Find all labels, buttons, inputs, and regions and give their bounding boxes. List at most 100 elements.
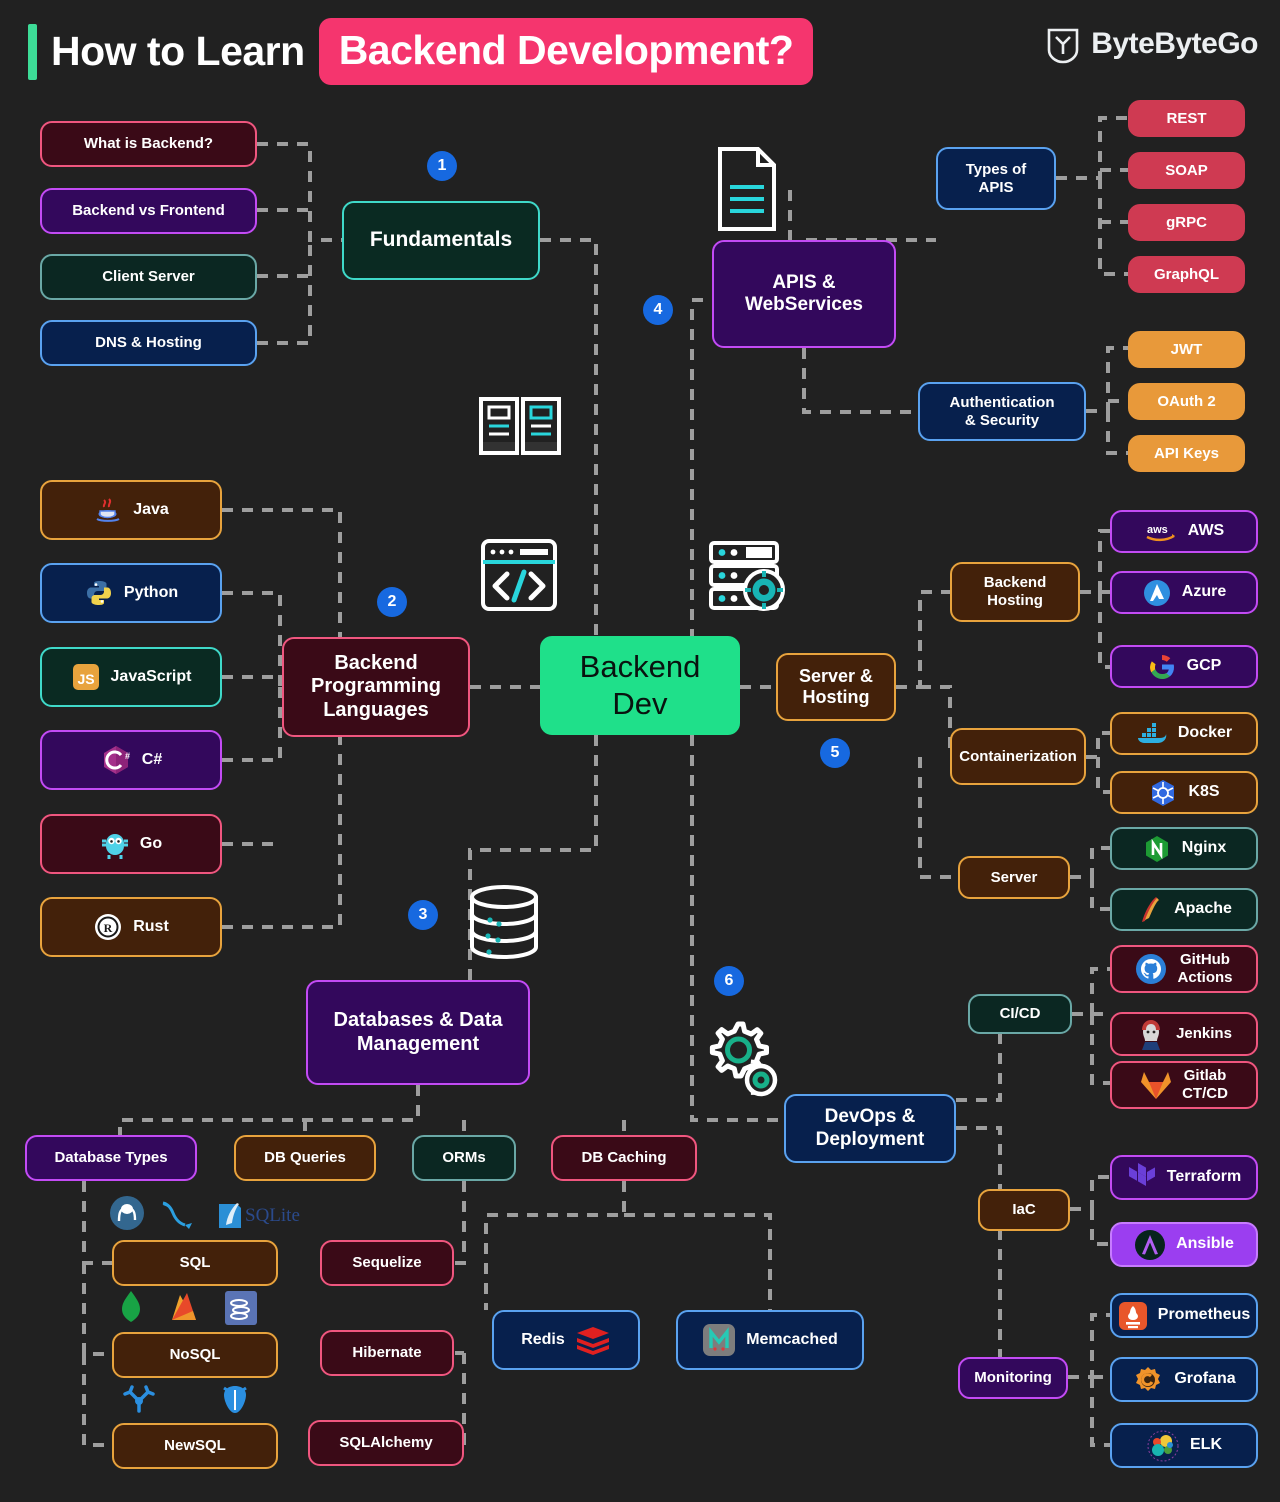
node-server[interactable]: Server <box>958 856 1070 899</box>
node-label: Sequelize <box>352 1254 422 1272</box>
node-backend-hosting[interactable]: Backend Hosting <box>950 562 1080 622</box>
nosql-logos <box>118 1290 258 1326</box>
node-soap[interactable]: SOAP <box>1128 152 1245 189</box>
node-label: ELK <box>1190 1436 1222 1454</box>
jenkins-icon <box>1136 1018 1166 1050</box>
node-iac[interactable]: IaC <box>978 1189 1070 1231</box>
node-label: Memcached <box>746 1330 838 1348</box>
node-prometheus[interactable]: Prometheus <box>1110 1293 1258 1338</box>
page-title-highlight: Backend Development? <box>318 18 814 85</box>
node-label: ORMs <box>442 1149 486 1167</box>
node-server-hosting[interactable]: Server & Hosting <box>776 653 896 721</box>
node-db-queries[interactable]: DB Queries <box>234 1135 376 1181</box>
node-rest[interactable]: REST <box>1128 100 1245 137</box>
node-jwt[interactable]: JWT <box>1128 331 1245 368</box>
node-redis[interactable]: Redis <box>492 1310 640 1370</box>
node-hibernate[interactable]: Hibernate <box>320 1330 454 1376</box>
node-javascript[interactable]: JS JavaScript <box>40 647 222 707</box>
mysql-icon <box>162 1201 192 1229</box>
node-label: GitHub Actions <box>1177 951 1233 986</box>
node-elk[interactable]: ELK <box>1110 1423 1258 1468</box>
brand-logo: ByteByteGo <box>1045 24 1258 64</box>
csharp-icon: # <box>100 744 132 776</box>
node-what-is-backend[interactable]: What is Backend? <box>40 121 257 167</box>
node-sqlalchemy[interactable]: SQLAlchemy <box>308 1420 464 1466</box>
node-graphql[interactable]: GraphQL <box>1128 256 1245 293</box>
node-oauth-2[interactable]: OAuth 2 <box>1128 383 1245 420</box>
node-java[interactable]: Java <box>40 480 222 540</box>
node-backend-dev[interactable]: Backend Dev <box>540 636 740 735</box>
node-label: Backend vs Frontend <box>72 202 225 220</box>
node-nginx[interactable]: Nginx <box>1110 827 1258 870</box>
node-grafana[interactable]: Grofana <box>1110 1357 1258 1402</box>
code-window-icon <box>480 538 558 617</box>
node-terraform[interactable]: Terraform <box>1110 1155 1258 1200</box>
node-label: Backend Programming Languages <box>310 651 442 721</box>
badge-1: 1 <box>427 151 457 181</box>
node-authentication-security[interactable]: Authentication & Security <box>918 382 1086 441</box>
node-sql[interactable]: SQL <box>112 1240 278 1286</box>
node-k8s[interactable]: K8S <box>1110 771 1258 814</box>
node-db-caching[interactable]: DB Caching <box>551 1135 697 1181</box>
node-label: SQLAlchemy <box>339 1434 433 1452</box>
node-memcached[interactable]: Memcached <box>676 1310 864 1370</box>
node-containerization[interactable]: Containerization <box>950 728 1086 785</box>
node-sequelize[interactable]: Sequelize <box>320 1240 454 1286</box>
node-python[interactable]: Python <box>40 563 222 623</box>
node-jenkins[interactable]: Jenkins <box>1110 1012 1258 1056</box>
node-gcp[interactable]: GCP <box>1110 645 1258 688</box>
node-rust[interactable]: R Rust <box>40 897 222 957</box>
node-label: CI/CD <box>999 1005 1041 1023</box>
node-monitoring[interactable]: Monitoring <box>958 1357 1068 1399</box>
elk-icon <box>1146 1430 1180 1462</box>
node-label: REST <box>1166 109 1207 127</box>
node-aws[interactable]: aws AWS <box>1110 510 1258 553</box>
node-label: Docker <box>1177 724 1233 742</box>
node-label: Jenkins <box>1176 1025 1232 1043</box>
node-azure[interactable]: Azure <box>1110 571 1258 614</box>
node-api-keys[interactable]: API Keys <box>1128 435 1245 472</box>
badge-5: 5 <box>820 738 850 768</box>
node-label: OAuth 2 <box>1157 392 1216 410</box>
accent-bar <box>28 23 37 80</box>
node-label: Terraform <box>1166 1168 1242 1186</box>
node-gitlab-ctcd[interactable]: Gitlab CT/CD <box>1110 1061 1258 1109</box>
node-label: Databases & Data Management <box>333 1008 503 1055</box>
node-docker[interactable]: Docker <box>1110 712 1258 755</box>
node-label: DB Caching <box>581 1149 667 1167</box>
node-label: Backend Hosting <box>983 574 1047 609</box>
node-backend-vs-frontend[interactable]: Backend vs Frontend <box>40 188 257 234</box>
node-client-server[interactable]: Client Server <box>40 254 257 300</box>
cockroachdb-icon <box>223 1386 247 1413</box>
node-label: GraphQL <box>1153 265 1219 283</box>
node-ansible[interactable]: Ansible <box>1110 1222 1258 1267</box>
apache-icon <box>1136 895 1164 925</box>
node-label: gRPC <box>1166 213 1207 231</box>
node-database-types[interactable]: Database Types <box>25 1135 197 1181</box>
node-ci-cd[interactable]: CI/CD <box>968 994 1072 1034</box>
node-csharp[interactable]: # C# <box>40 730 222 790</box>
memcached-icon <box>702 1323 736 1357</box>
node-nosql[interactable]: NoSQL <box>112 1332 278 1378</box>
go-icon <box>100 828 130 860</box>
node-label: JavaScript <box>110 667 192 685</box>
node-newsql[interactable]: NewSQL <box>112 1423 278 1469</box>
node-label: JWT <box>1170 340 1203 358</box>
node-types-of-apis[interactable]: Types of APIS <box>936 147 1056 210</box>
node-github-actions[interactable]: GitHub Actions <box>1110 945 1258 993</box>
node-fundamentals[interactable]: Fundamentals <box>342 201 540 280</box>
node-databases-data-management[interactable]: Databases & Data Management <box>306 980 530 1085</box>
node-label: Authentication & Security <box>949 393 1055 429</box>
node-grpc[interactable]: gRPC <box>1128 204 1245 241</box>
node-label: Grofana <box>1174 1370 1236 1388</box>
node-dns-hosting[interactable]: DNS & Hosting <box>40 320 257 366</box>
node-go[interactable]: Go <box>40 814 222 874</box>
node-backend-programming-languages[interactable]: Backend Programming Languages <box>282 637 470 737</box>
github-icon <box>1135 953 1167 985</box>
node-apache[interactable]: Apache <box>1110 888 1258 931</box>
node-label: Azure <box>1181 583 1227 601</box>
node-devops-deployment[interactable]: DevOps & Deployment <box>784 1094 956 1163</box>
node-orms[interactable]: ORMs <box>412 1135 516 1181</box>
node-apis-webservices[interactable]: APIS & WebServices <box>712 240 896 348</box>
java-icon <box>93 495 123 525</box>
